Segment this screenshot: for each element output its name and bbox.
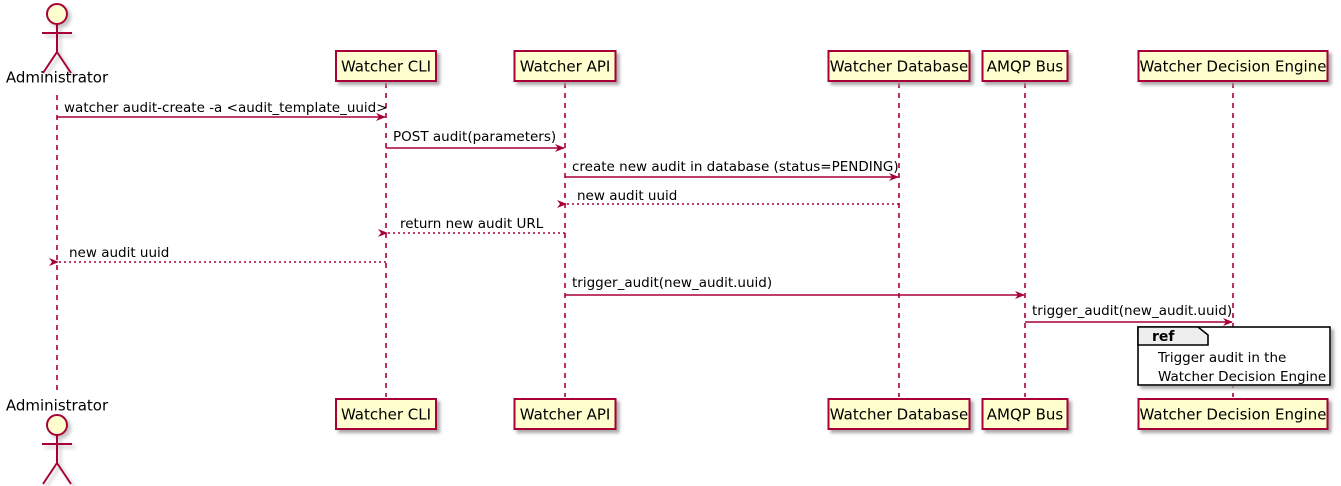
participant-label-api: Watcher API: [520, 58, 611, 76]
participant-box-amqp[interactable]: [981, 398, 1069, 430]
actor-glyph-admin: [42, 3, 72, 74]
participant-label-cli: Watcher CLI: [341, 58, 431, 76]
message-label-5: new audit uuid: [69, 245, 169, 261]
participant-cli[interactable]: Watcher CLI: [335, 50, 437, 82]
participant-api[interactable]: Watcher API: [513, 398, 617, 430]
participant-label-engine: Watcher Decision Engine: [1140, 406, 1327, 424]
ref-fragment-tab-label: ref: [1152, 329, 1175, 345]
message-label-4: return new audit URL: [400, 216, 544, 232]
actor-label-admin: Administrator: [6, 397, 109, 415]
participant-box-db[interactable]: [827, 50, 971, 82]
participant-cli[interactable]: Watcher CLI: [335, 398, 437, 430]
message-0-admin-to-cli: watcher audit-create -a <audit_template_…: [57, 100, 388, 121]
participant-box-cli[interactable]: [335, 50, 437, 82]
participant-label-amqp: AMQP Bus: [987, 58, 1064, 76]
messages-group: watcher audit-create -a <audit_template_…: [49, 100, 1233, 326]
participant-amqp[interactable]: AMQP Bus: [981, 398, 1069, 430]
actor-glyph-admin: [42, 414, 72, 485]
message-label-3: new audit uuid: [577, 188, 677, 204]
participant-box-amqp[interactable]: [981, 50, 1069, 82]
ref-fragment-tab: [1137, 326, 1209, 346]
message-label-1: POST audit(parameters): [393, 129, 556, 145]
actor-admin: Administrator: [6, 3, 109, 87]
message-1-cli-to-api: POST audit(parameters): [386, 129, 565, 152]
message-label-6: trigger_audit(new_audit.uuid): [572, 275, 772, 291]
message-label-7: trigger_audit(new_audit.uuid): [1032, 303, 1232, 319]
participant-box-api[interactable]: [513, 398, 617, 430]
message-5-cli-to-admin: new audit uuid: [49, 245, 386, 266]
message-4-api-to-cli: return new audit URL: [378, 216, 565, 237]
participant-engine[interactable]: Watcher Decision Engine: [1137, 50, 1329, 82]
participant-label-db: Watcher Database: [830, 406, 968, 424]
participant-box-engine[interactable]: [1137, 50, 1329, 82]
participant-engine[interactable]: Watcher Decision Engine: [1137, 398, 1329, 430]
participant-label-amqp: AMQP Bus: [987, 406, 1064, 424]
participant-box-engine[interactable]: [1137, 398, 1329, 430]
participant-db[interactable]: Watcher Database: [827, 50, 971, 82]
ref-fragment-line-0: Trigger audit in the: [1157, 350, 1286, 366]
ref-fragment-line-1: Watcher Decision Engine: [1158, 369, 1326, 385]
participant-label-engine: Watcher Decision Engine: [1140, 58, 1327, 76]
lifelines-group: [56, 83, 1234, 397]
actor-label-admin: Administrator: [6, 69, 109, 87]
participant-box-db[interactable]: [827, 398, 971, 430]
message-6-api-to-amqp: trigger_audit(new_audit.uuid): [565, 275, 1025, 299]
message-7-amqp-to-engine: trigger_audit(new_audit.uuid): [1025, 303, 1233, 326]
participant-box-cli[interactable]: [335, 398, 437, 430]
participant-db[interactable]: Watcher Database: [827, 398, 971, 430]
participant-amqp[interactable]: AMQP Bus: [981, 50, 1069, 82]
participant-box-api[interactable]: [513, 50, 617, 82]
message-label-0: watcher audit-create -a <audit_template_…: [64, 100, 388, 116]
participant-label-cli: Watcher CLI: [341, 406, 431, 424]
participant-label-db: Watcher Database: [830, 58, 968, 76]
message-2-api-to-db: create new audit in database (status=PEN…: [565, 159, 899, 181]
participant-api[interactable]: Watcher API: [513, 50, 617, 82]
message-label-2: create new audit in database (status=PEN…: [572, 159, 899, 175]
actor-admin: Administrator: [6, 397, 109, 485]
message-3-db-to-api: new audit uuid: [557, 188, 899, 208]
participant-label-api: Watcher API: [520, 406, 611, 424]
